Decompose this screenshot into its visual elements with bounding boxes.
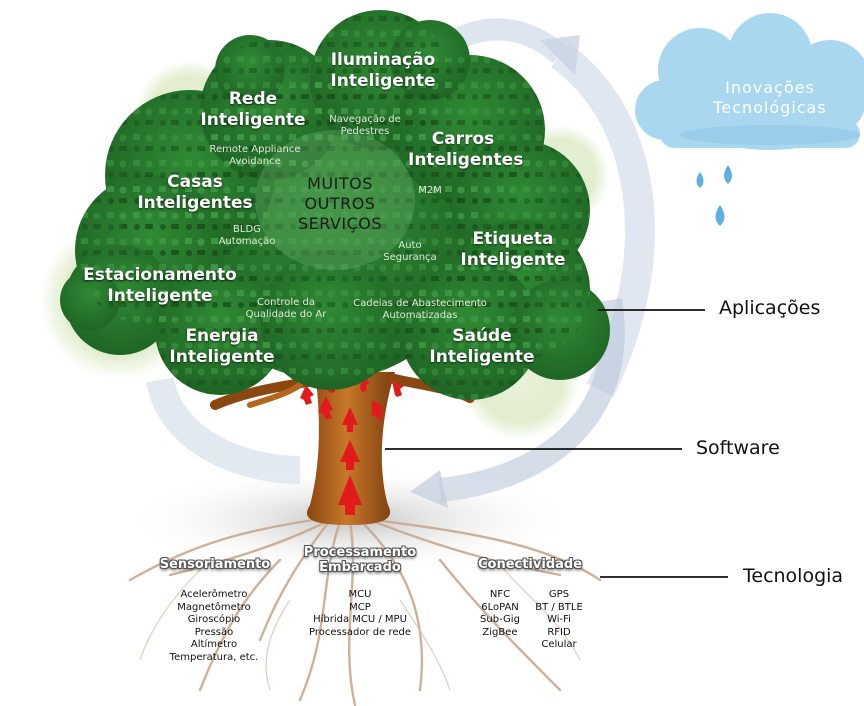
list-item: MCP [349,601,371,613]
app-saude-line-2: Inteligente [429,347,535,367]
service-navegacao: Navegação de Pedestres [315,114,415,138]
app-iluminacao-line-2: Inteligente [330,71,436,91]
root-processamento-title-line-2: Embarcado [319,560,401,575]
app-estacionamento: Estacionamento Inteligente [75,265,245,307]
service-auto: Auto Segurança [380,240,440,264]
root-sensoriamento-list: Acelerômetro Magnetômetro Giroscópio Pre… [158,589,270,665]
list-item: Magnetômetro [177,601,251,613]
app-casas: Casas Inteligentes [130,172,260,214]
service-navegacao-line-2: Pedestres [340,126,390,137]
root-conectividade-list-2: GPS BT / BTLE Wi-Fi RFID Celular [527,589,591,652]
service-auto-line-1: Auto [398,240,422,251]
list-item: Híbrida MCU / MPU [313,614,407,626]
list-item: 6LoPAN [481,601,519,613]
list-item: Processador de rede [308,626,412,638]
label-software: Software [696,437,780,459]
root-processamento-title-line-1: Processamento [303,545,417,560]
app-iluminacao: Iluminação Inteligente [313,50,453,92]
app-saude: Saúde Inteligente [422,326,542,368]
root-conectividade-title: Conectividade [477,557,583,572]
service-m2m: M2M [418,185,442,196]
root-processamento-list: MCU MCP Híbrida MCU / MPU Processador de… [295,589,425,639]
list-item: RFID [547,626,571,638]
cloud-label: Inovações Tecnológicas [690,78,850,118]
list-item: NFC [489,589,511,600]
app-casas-line-1: Casas [167,172,223,192]
list-item: GPS [548,589,570,600]
list-item: Pressão [194,626,234,638]
center-line-1: MUITOS [307,174,373,193]
cloud-line-1: Inovações [725,78,815,97]
list-item: Sub-Gig [480,614,520,626]
service-auto-line-2: Segurança [383,252,437,263]
service-cadeias-line-2: Automatizadas [382,310,458,321]
app-carros-line-1: Carros [431,129,495,149]
app-rede-line-1: Rede [228,89,278,109]
service-bldg: BLDG Automação [212,224,282,248]
app-rede-line-2: Inteligente [200,110,306,130]
list-item: BT / BTLE [535,601,583,613]
service-remote: Remote Appliance Avoidance [195,144,315,168]
center-more-services: MUITOS OUTROS SERVIÇOS [290,174,390,234]
list-item: Acelerômetro [180,589,248,600]
list-item: Temperatura, etc. [169,651,259,663]
app-etiqueta-line-1: Etiqueta [472,229,554,249]
app-energia-line-2: Inteligente [169,347,275,367]
service-bldg-line-2: Automação [218,236,276,247]
app-rede: Rede Inteligente [193,89,313,131]
list-item: Giroscópio [187,614,241,626]
root-processamento-title: Processamento Embarcado [290,545,430,575]
root-sensoriamento-title: Sensoriamento [159,557,271,572]
list-item: Celular [541,639,577,651]
app-saude-line-1: Saúde [452,326,512,346]
label-tecnologia: Tecnologia [743,565,844,587]
service-controle-line-2: Qualidade do Ar [245,309,327,320]
service-remote-line-1: Remote Appliance [209,144,301,155]
service-navegacao-line-1: Navegação de [329,114,401,125]
service-cadeias: Cadeias de Abastecimento Automatizadas [340,298,500,322]
app-etiqueta-line-2: Inteligente [460,250,566,270]
app-energia-line-1: Energia [185,326,259,346]
app-carros-line-2: Inteligentes [408,150,524,170]
service-bldg-line-1: BLDG [233,224,261,235]
app-etiqueta: Etiqueta Inteligente [453,229,573,271]
list-item: ZigBee [482,626,518,638]
root-conectividade-list-1: NFC 6LoPAN Sub-Gig ZigBee [470,589,530,639]
service-remote-line-2: Avoidance [229,156,281,167]
app-casas-line-2: Inteligentes [137,193,253,213]
service-cadeias-line-1: Cadeias de Abastecimento [353,298,487,309]
list-item: Wi-Fi [547,614,571,626]
list-item: MCU [348,589,372,600]
app-estacionamento-line-2: Inteligente [107,286,213,306]
center-line-2: OUTROS [304,194,376,213]
app-estacionamento-line-1: Estacionamento [83,265,237,285]
service-controle-line-1: Controle da [257,297,315,308]
app-energia: Energia Inteligente [162,326,282,368]
service-controle: Controle da Qualidade do Ar [236,297,336,321]
label-aplicacoes: Aplicações [719,297,821,319]
cloud-line-2: Tecnológicas [713,98,827,117]
app-iluminacao-line-1: Iluminação [330,50,436,70]
center-line-3: SERVIÇOS [297,214,383,233]
list-item: Altímetro [190,639,238,651]
app-carros: Carros Inteligentes [408,129,524,171]
